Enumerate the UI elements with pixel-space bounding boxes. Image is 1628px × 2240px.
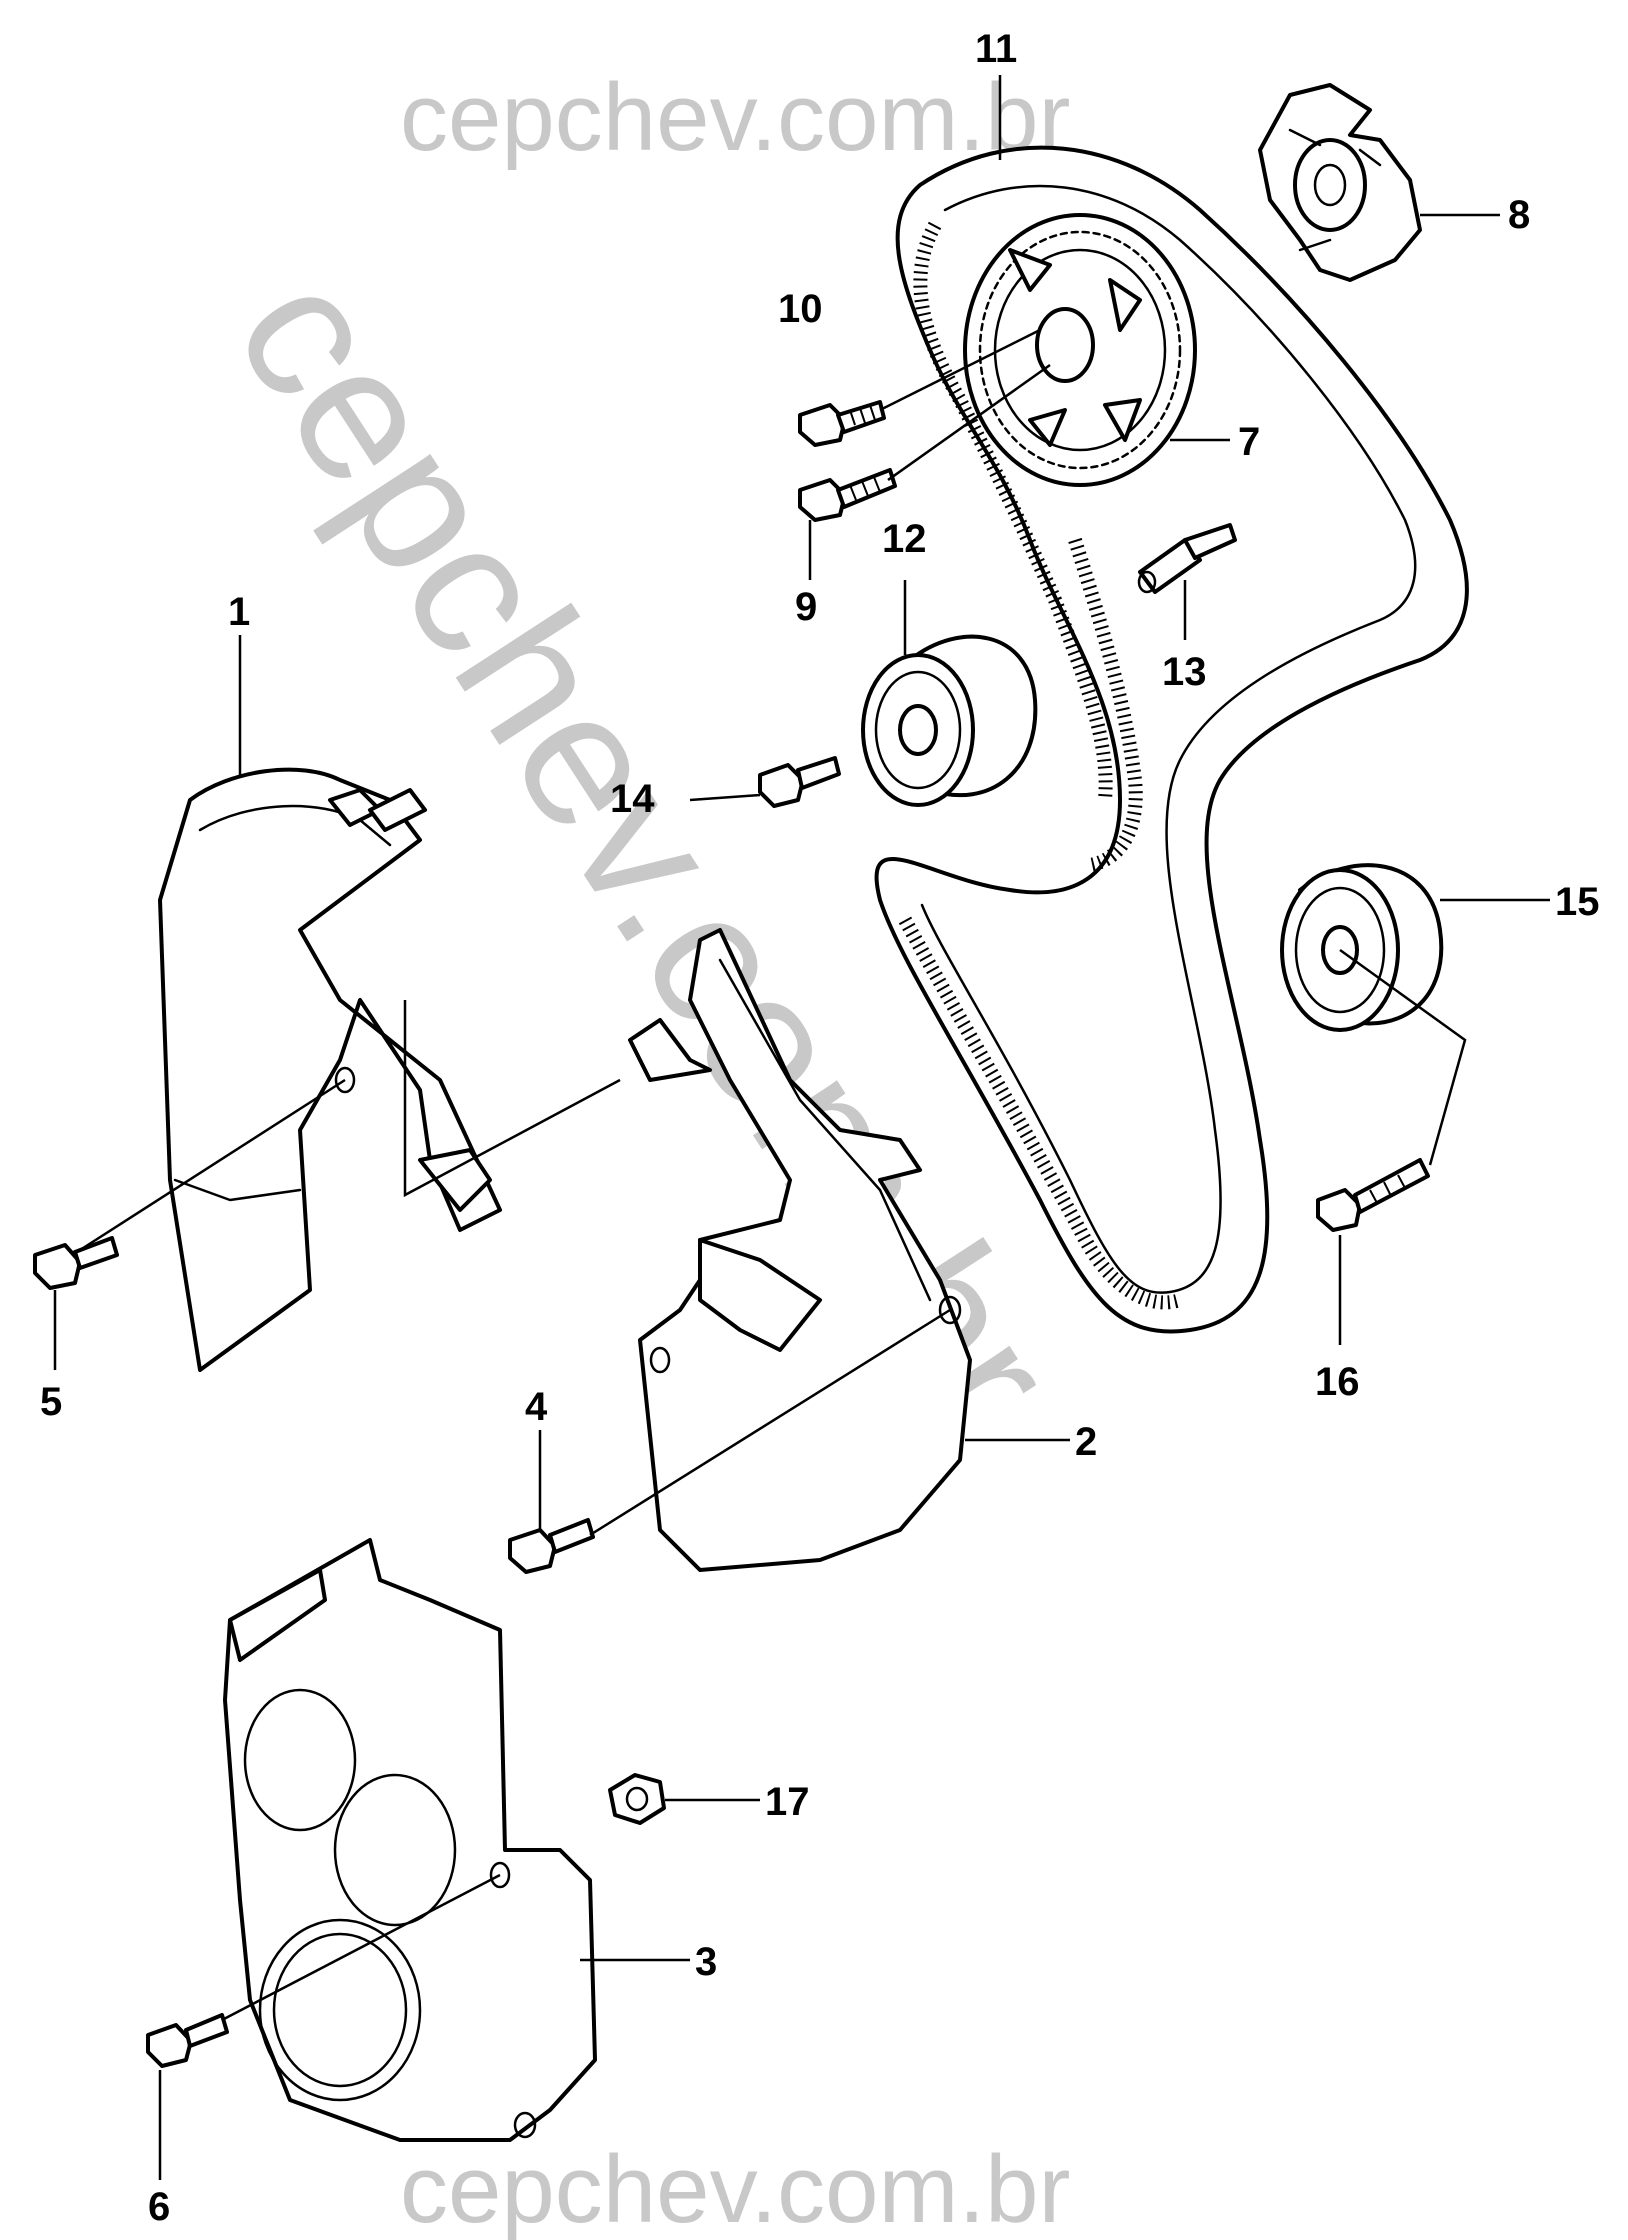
watermark-bottom: cepchev.com.br	[400, 2136, 1071, 2240]
callout-10: 10	[778, 287, 823, 331]
callout-16: 16	[1315, 1360, 1360, 1404]
callout-8: 8	[1508, 193, 1530, 237]
callout-11: 11	[975, 27, 1017, 71]
bolt-9	[798, 468, 897, 522]
bolt-16	[1316, 1158, 1430, 1232]
idler-pulley	[861, 634, 1038, 807]
bolt-14	[758, 756, 841, 808]
callout-4: 4	[525, 1385, 548, 1429]
callout-14: 14	[610, 777, 655, 821]
callout-13: 13	[1162, 650, 1207, 694]
callout-17: 17	[765, 1780, 810, 1824]
middle-timing-cover	[628, 928, 972, 1572]
tensioner-bracket	[1258, 83, 1422, 282]
stud	[1137, 523, 1237, 594]
bolt-6	[146, 2013, 229, 2068]
callout-15: 15	[1555, 880, 1600, 924]
nut	[608, 1773, 666, 1825]
callout-1: 1	[228, 590, 250, 634]
bolt-5	[33, 1236, 119, 1290]
callout-7: 7	[1238, 420, 1260, 464]
leader-lines	[53, 75, 1550, 2180]
camshaft-sprocket	[963, 213, 1197, 487]
callout-labels: 1 2 3 4 5 6 7 8 9 10 11 12 13 14 15 16 1…	[40, 27, 1600, 2229]
upper-timing-cover	[158, 767, 502, 1372]
lower-timing-cover	[223, 1538, 597, 2142]
callout-12: 12	[882, 517, 927, 561]
callout-6: 6	[148, 2185, 170, 2229]
callout-2: 2	[1075, 1420, 1097, 1464]
callout-3: 3	[695, 1940, 717, 1984]
callout-9: 9	[795, 585, 817, 629]
callout-5: 5	[40, 1380, 62, 1424]
bolt-4	[508, 1518, 595, 1574]
bolt-10	[798, 400, 886, 447]
watermark-top: cepchev.com.br	[400, 64, 1071, 171]
